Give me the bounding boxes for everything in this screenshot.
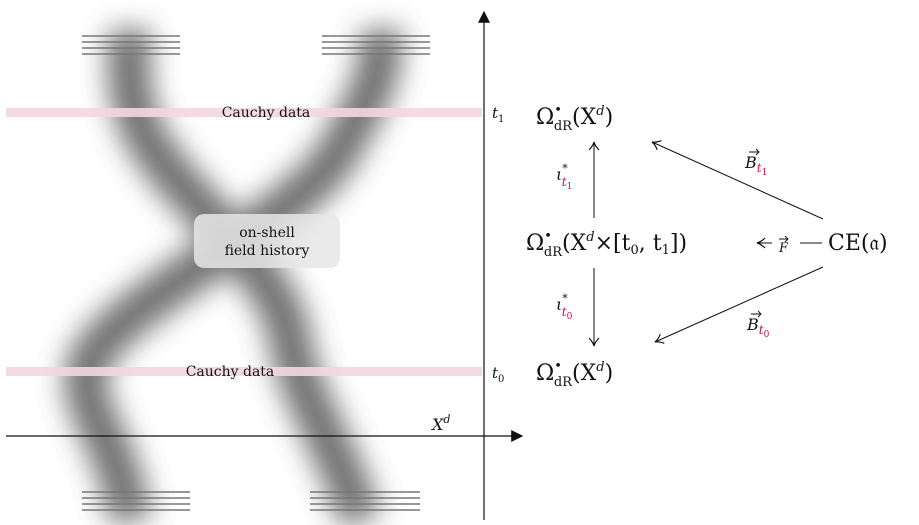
- strand-a: [64, 27, 402, 524]
- label-b-t1: Bt1: [744, 153, 767, 178]
- field-strands: [64, 27, 402, 525]
- cauchy-label-top: Cauchy data: [222, 105, 311, 121]
- t0-label: t0: [492, 364, 504, 385]
- strand-end-lines: [82, 35, 430, 511]
- x-axis-label: Xd: [430, 413, 450, 434]
- arrow-b-t0: [654, 266, 824, 344]
- cauchy-label-bottom: Cauchy data: [186, 364, 275, 380]
- node-omega-top: Ω•dR(Xd): [536, 103, 613, 134]
- vector-arrow-b-t0: [751, 310, 762, 318]
- label-f: F: [778, 241, 789, 256]
- history-label-line1: on-shell: [239, 225, 295, 241]
- t1-label: t1: [492, 104, 504, 125]
- vector-arrow-f: [779, 235, 789, 243]
- cauchy-band-bottom: [6, 367, 482, 376]
- node-omega-middle: Ω•dR(Xd×[t0, t1]): [526, 229, 687, 260]
- label-iota-t0: ι*t0: [556, 292, 573, 322]
- arrow-b-t1: [651, 140, 824, 220]
- node-omega-bottom: Ω•dR(Xd): [536, 359, 613, 390]
- label-iota-t1: ι*t1: [556, 162, 572, 192]
- vector-arrow-b-t1: [749, 148, 760, 156]
- label-b-t0: Bt0: [746, 315, 770, 340]
- node-ce: CE(𝔞): [828, 231, 888, 256]
- history-label-line2: field history: [225, 243, 310, 259]
- history-box: [194, 214, 340, 268]
- cauchy-band-top: [6, 108, 482, 117]
